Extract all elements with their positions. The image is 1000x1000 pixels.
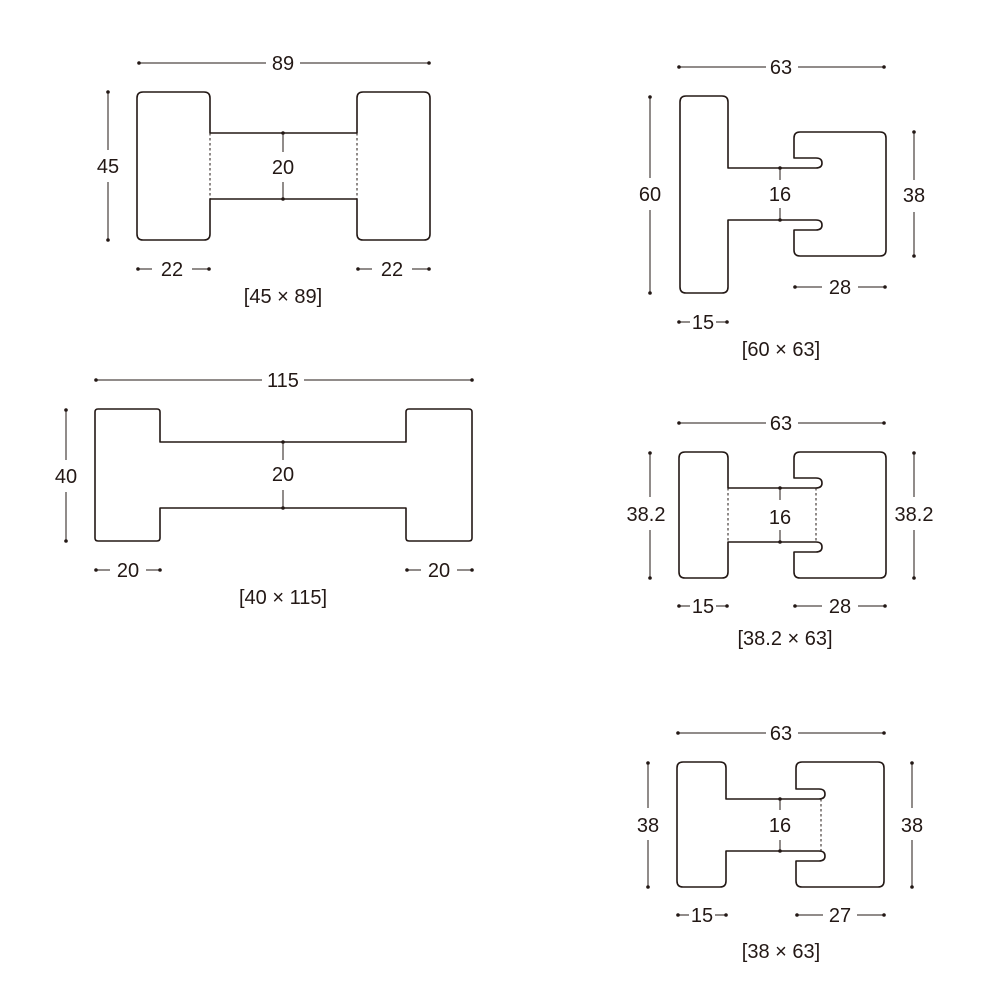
unit-38-2x63-height-right-label: 38.2 bbox=[895, 504, 934, 526]
unit-45x89-width-label: 89 bbox=[272, 53, 294, 75]
unit-40x115-center-label: 20 bbox=[272, 464, 294, 486]
unit-60x63-left-label: 15 bbox=[692, 312, 714, 334]
unit-60x63-center-label: 16 bbox=[769, 184, 791, 206]
unit-45x89-outline bbox=[136, 91, 431, 241]
unit-38x63-height-left-label: 38 bbox=[637, 815, 659, 837]
unit-38-2x63-width-label: 63 bbox=[770, 413, 792, 435]
unit-38-2x63-caption: [38.2 × 63] bbox=[737, 628, 832, 650]
unit-60x63-caption: [60 × 63] bbox=[742, 339, 820, 361]
unit-45x89-height-label: 45 bbox=[97, 156, 119, 178]
unit-40x115-left-label: 20 bbox=[117, 560, 139, 582]
unit-45x89-left-label: 22 bbox=[161, 259, 183, 281]
unit-38-2x63: 63 38.2 38.2 16 15 28 [38.2 × 63] bbox=[627, 413, 934, 650]
unit-38x63-left-label: 15 bbox=[691, 905, 713, 927]
unit-45x89-right-label: 22 bbox=[381, 259, 403, 281]
unit-38-2x63-left-label: 15 bbox=[692, 596, 714, 618]
unit-40x115-width-label: 115 bbox=[267, 370, 299, 392]
unit-40x115-caption: [40 × 115] bbox=[239, 587, 327, 609]
unit-45x89: 89 45 20 22 22 [45 × 89] bbox=[97, 53, 431, 308]
unit-40x115: 115 40 20 20 20 [40 × 115] bbox=[55, 370, 474, 609]
unit-60x63-outline bbox=[679, 95, 887, 294]
unit-38x63-width-label: 63 bbox=[770, 723, 792, 745]
unit-38x63: 63 38 38 16 15 27 [38 × 63] bbox=[637, 723, 923, 963]
unit-40x115-height-label: 40 bbox=[55, 466, 77, 488]
unit-40x115-outline bbox=[94, 408, 473, 542]
unit-60x63: 63 60 38 16 28 15 [60 × 63] bbox=[639, 57, 925, 361]
unit-38-2x63-right-label: 28 bbox=[829, 596, 851, 618]
unit-38x63-right-label: 27 bbox=[829, 905, 851, 927]
unit-45x89-caption: [45 × 89] bbox=[244, 286, 322, 308]
unit-38-2x63-outline bbox=[678, 451, 887, 579]
unit-38x63-outline bbox=[676, 761, 885, 888]
unit-45x89-center-label: 20 bbox=[272, 157, 294, 179]
unit-38x63-height-right-label: 38 bbox=[901, 815, 923, 837]
unit-60x63-height-right-label: 38 bbox=[903, 185, 925, 207]
unit-60x63-height-left-label: 60 bbox=[639, 184, 661, 206]
unit-38-2x63-center-label: 16 bbox=[769, 507, 791, 529]
unit-38x63-caption: [38 × 63] bbox=[742, 941, 820, 963]
unit-38-2x63-height-left-label: 38.2 bbox=[627, 504, 666, 526]
unit-60x63-right-label: 28 bbox=[829, 277, 851, 299]
unit-40x115-right-label: 20 bbox=[428, 560, 450, 582]
unit-38x63-center-label: 16 bbox=[769, 815, 791, 837]
unit-60x63-width-label: 63 bbox=[770, 57, 792, 79]
